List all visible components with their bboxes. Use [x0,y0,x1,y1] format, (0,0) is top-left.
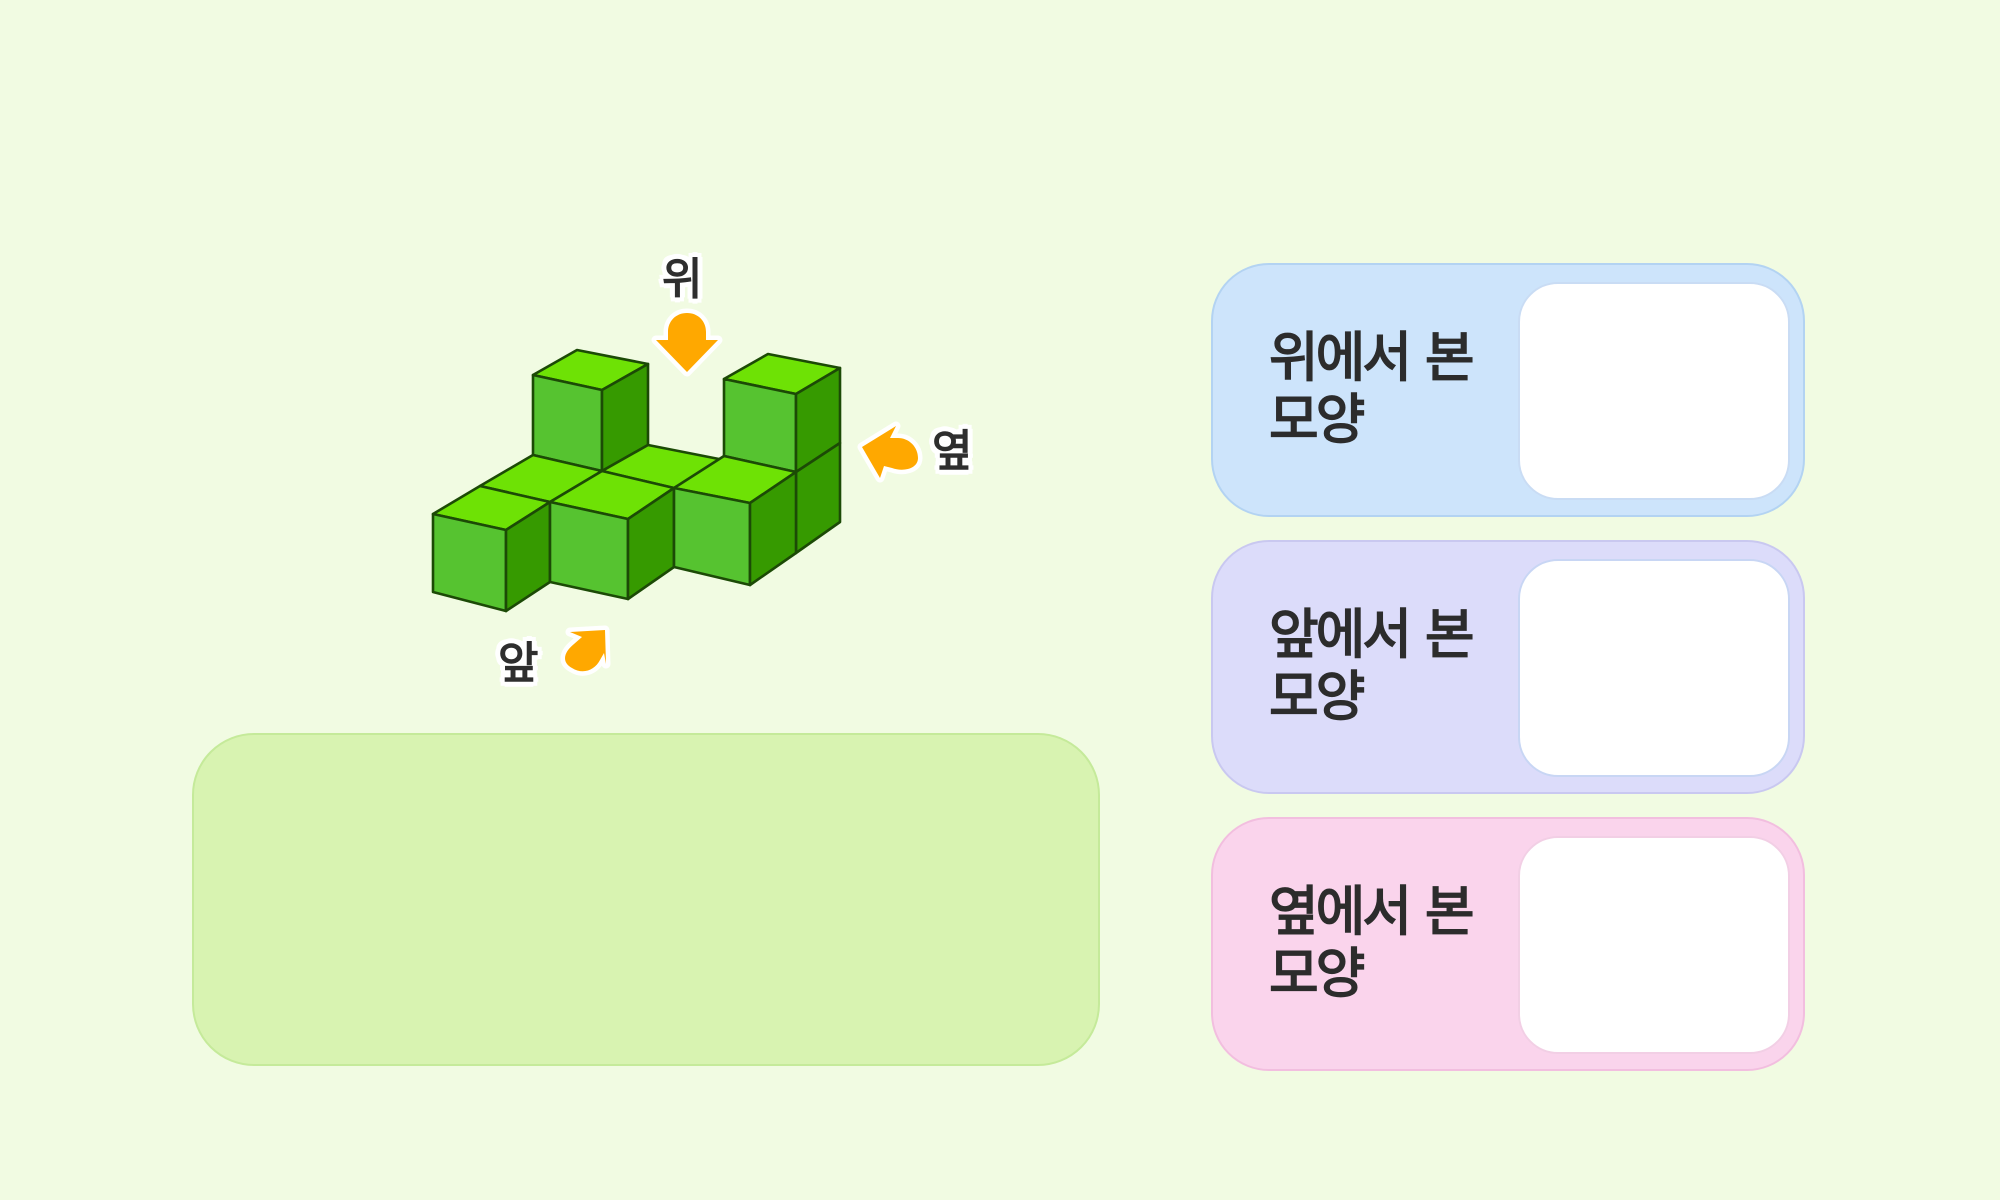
cube-front-3 [672,454,798,587]
cube-front-2 [548,469,676,601]
front-view-drawing-box[interactable] [1518,559,1790,777]
cube-front-1 [431,484,552,613]
answer-area[interactable] [192,733,1100,1066]
top-view-card: 위에서 본 모양 [1211,263,1805,517]
top-view-title: 위에서 본 모양 [1269,326,1475,451]
top-view-drawing-box[interactable] [1518,282,1790,500]
side-view-card: 옆에서 본 모양 [1211,817,1805,1071]
direction-label-front: 앞 [498,638,539,689]
cube-back-left-upper [531,348,650,473]
direction-label-side: 옆 [932,426,973,477]
stacked-cubes-figure [431,308,923,676]
direction-label-top: 위 [662,254,703,305]
side-view-drawing-box[interactable] [1518,836,1790,1054]
arrow-left-icon [857,421,923,483]
arrow-up-right-icon [560,625,611,676]
arrow-down-icon [651,308,723,377]
cube-back-right-upper [722,352,842,474]
front-view-card: 앞에서 본 모양 [1211,540,1805,794]
front-view-title: 앞에서 본 모양 [1269,603,1475,728]
side-view-title: 옆에서 본 모양 [1269,880,1475,1005]
